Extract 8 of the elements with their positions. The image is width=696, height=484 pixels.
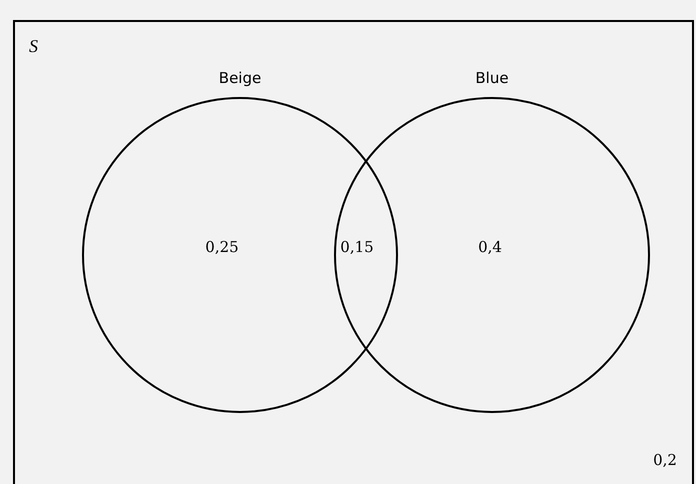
set-name: S bbox=[29, 36, 38, 57]
probability-value: 0,15 bbox=[340, 238, 374, 256]
set-name: Blue bbox=[474, 68, 510, 89]
set-name: Beige bbox=[218, 68, 262, 89]
sample-space-rectangle bbox=[13, 20, 694, 484]
probability-value: 0,4 bbox=[478, 238, 502, 256]
probability-value: 0,2 bbox=[653, 451, 677, 469]
probability-value: 0,25 bbox=[205, 238, 239, 256]
